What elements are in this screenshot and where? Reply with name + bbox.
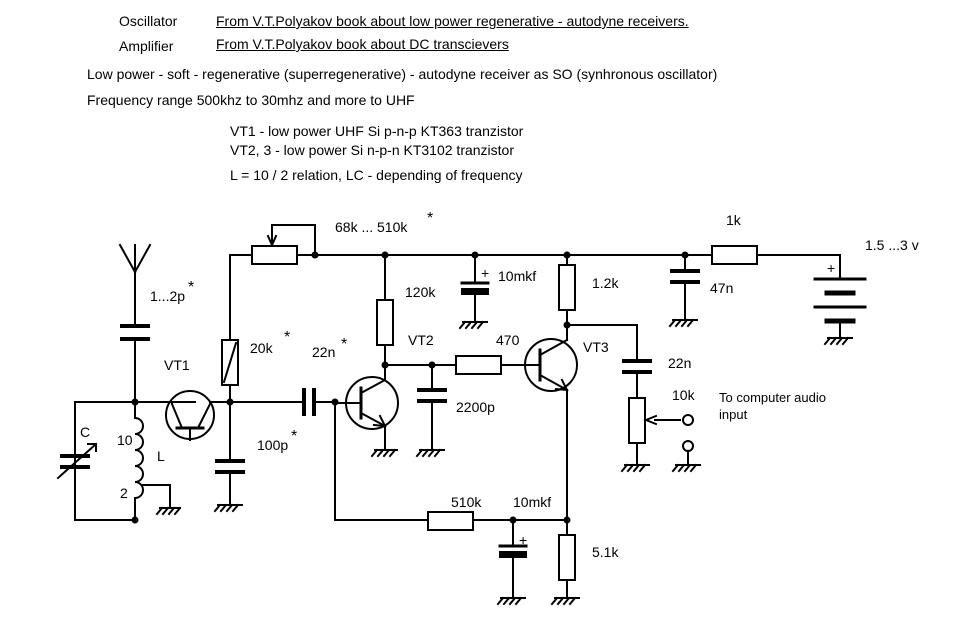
label-emitter-cap: 10mkf xyxy=(513,494,552,510)
plus-battery: + xyxy=(827,260,836,276)
label-vt3: VT3 xyxy=(583,339,609,355)
potentiometer-regen xyxy=(229,224,691,265)
amplifier-source: From V.T.Polyakov book about DC transcie… xyxy=(216,36,509,52)
label-base-res: 470 xyxy=(496,332,520,348)
star-feedback-cap: * xyxy=(291,428,298,445)
label-supply-res: 1k xyxy=(726,212,741,228)
capacitor-47n xyxy=(670,254,700,321)
transistor-vt3 xyxy=(524,324,578,521)
resistor-20k xyxy=(221,254,239,403)
label-coil-name: L xyxy=(157,448,165,464)
amplifier-label: Amplifier xyxy=(119,38,174,54)
note-coil: L = 10 / 2 relation, LC - depending of f… xyxy=(230,167,523,183)
label-coil-bottom: 2 xyxy=(120,485,128,501)
note-vt1: VT1 - low power UHF Si p-n-p KT363 tranz… xyxy=(230,123,524,139)
star-feedback-res: * xyxy=(284,329,291,346)
label-vt1: VT1 xyxy=(164,357,190,373)
junction-dots xyxy=(131,251,689,524)
label-decoupling-cap: 10mkf xyxy=(498,268,537,284)
resistor-1k xyxy=(689,245,841,279)
label-filter-cap: 2200p xyxy=(456,399,495,415)
resistor-120k xyxy=(376,254,394,366)
label-bias-res: 120k xyxy=(405,284,436,300)
label-nfb-res: 510k xyxy=(451,494,482,510)
capacitor-2200p xyxy=(417,364,447,451)
resistor-470 xyxy=(455,355,529,375)
lc-tank xyxy=(56,401,196,521)
plus-emitter-cap: + xyxy=(519,532,528,548)
output-jack xyxy=(682,414,694,466)
frequency-range: Frequency range 500khz to 30mhz and more… xyxy=(87,92,415,108)
capacitor-10mkf-bottom xyxy=(498,519,528,599)
potentiometer-10k xyxy=(628,397,681,466)
note-vt23: VT2, 3 - low power Si n-p-n KT3102 tranz… xyxy=(230,142,515,158)
label-feedback-cap: 100p xyxy=(257,437,289,453)
star-coupling-cap: * xyxy=(341,336,348,353)
label-feedback-res: 20k xyxy=(250,340,273,356)
capacitor-antenna xyxy=(120,324,150,403)
antenna-symbol xyxy=(118,243,152,326)
transistor-vt2 xyxy=(334,364,399,451)
label-collector-res: 1.2k xyxy=(592,275,619,291)
transistor-vt1 xyxy=(165,390,231,441)
oscillator-label: Oscillator xyxy=(119,13,178,29)
label-battery: 1.5 ...3 v xyxy=(865,237,919,253)
label-coupling-cap: 22n xyxy=(312,344,336,360)
capacitor-100p xyxy=(229,388,336,416)
label-vt2: VT2 xyxy=(408,332,434,348)
oscillator-source: From V.T.Polyakov book about low power r… xyxy=(216,13,689,29)
capacitor-10mkf-top xyxy=(460,254,490,323)
label-regen-pot: 68k ... 510k xyxy=(335,219,408,235)
label-volume-pot: 10k xyxy=(672,387,695,403)
resistor-510k xyxy=(334,511,568,531)
label-output-jack: To computer audio input xyxy=(719,390,826,422)
label-emitter-res: 5.1k xyxy=(592,544,619,560)
capacitor-vt1-ground xyxy=(215,401,245,506)
capacitor-22n-output xyxy=(622,324,652,399)
battery xyxy=(813,277,867,339)
label-antenna-cap: 1...2p xyxy=(150,288,186,304)
plus-decoupling-cap: + xyxy=(481,265,490,281)
star-regen-pot: * xyxy=(427,210,434,227)
label-supply-cap: 47n xyxy=(710,280,734,296)
star-antenna-cap: * xyxy=(188,279,195,296)
label-coil-top: 10 xyxy=(117,432,133,448)
resistor-1-2k xyxy=(558,254,576,326)
description: Low power - soft - regenerative (superre… xyxy=(87,66,718,82)
ground-symbols xyxy=(213,318,853,606)
resistor-5-1k xyxy=(558,519,576,599)
label-tuning-cap: C xyxy=(80,424,91,440)
label-output-cap: 22n xyxy=(668,355,692,371)
